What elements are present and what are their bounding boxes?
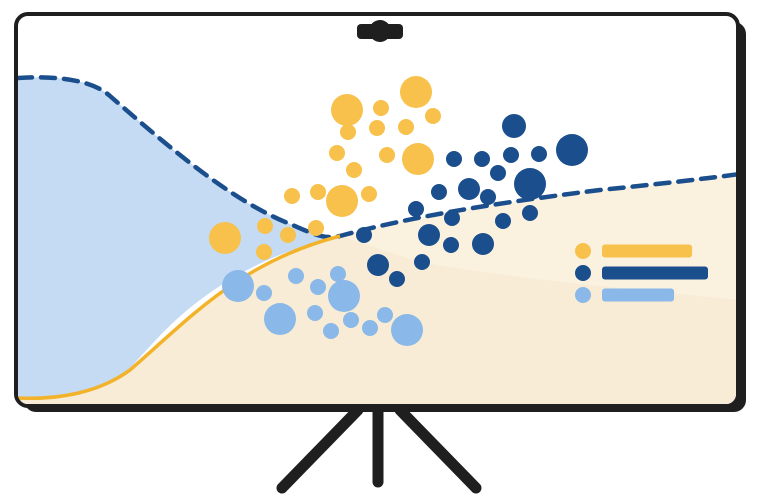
yellow-dot [310,184,326,200]
light-blue-dot [264,303,296,335]
dark-blue-dot [356,227,372,243]
legend-marker [575,243,591,259]
blue-area [18,77,334,398]
dark-blue-dot [443,237,459,253]
yellow-dot [331,94,363,126]
tripod-stand-icon [276,398,482,494]
dark-blue-dot [408,201,424,217]
dark-blue-dot [418,224,440,246]
dark-blue-dot [556,134,588,166]
legend-bar [602,244,693,258]
dark-blue-dot [458,178,480,200]
yellow-dot [346,162,362,178]
yellow-dot [398,119,414,135]
yellow-dot [329,145,345,161]
legend [575,243,708,303]
light-blue-dot [328,280,360,312]
light-blue-dot [362,320,378,336]
yellow-dot [280,227,296,243]
light-blue-dot [288,268,304,284]
light-blue-dot [222,270,254,302]
dashed-trend-line [18,75,736,240]
dark-blue-dot [431,184,447,200]
light-blue-dot [343,312,359,328]
light-blue-dot [377,307,393,323]
legend-marker [575,287,591,303]
light-blue-dot [391,314,423,346]
dark-blue-dot [444,210,460,226]
yellow-dot [373,100,389,116]
yellow-dot [369,120,385,136]
dark-blue-dot [490,165,506,181]
yellow-dot [257,218,273,234]
light-blue-dot [310,279,326,295]
yellow-dot [284,188,300,204]
dark-blue-dot [522,205,538,221]
yellow-dot [379,147,395,163]
yellow-dot [400,76,432,108]
light-blue-dot [256,285,272,301]
dark-blue-dot [531,146,547,162]
webcam-icon [357,20,403,42]
yellow-dot [425,108,441,124]
yellow-dot [326,185,358,217]
yellow-dot [256,244,272,260]
yellow-dot [361,186,377,202]
dark-blue-dot [495,213,511,229]
light-blue-dot [323,323,339,339]
yellow-dot [209,222,241,254]
dark-blue-dot [480,189,496,205]
yellow-dot [340,124,356,140]
light-blue-dot [330,266,346,282]
light-blue-dot [307,305,323,321]
yellow-dot [308,220,324,236]
legend-bar [602,288,675,302]
dark-blue-dot [472,233,494,255]
dark-blue-dot [446,151,462,167]
dark-blue-dot [389,271,405,287]
legend-marker [575,265,591,281]
dark-blue-dot [503,147,519,163]
dark-blue-dot [474,151,490,167]
scatter-dots [209,76,588,346]
dark-blue-dot [502,114,526,138]
screen-content [18,75,736,404]
legend-bar [602,266,708,280]
yellow-dot [402,143,434,175]
dark-blue-dot [367,254,389,276]
yellow-trend-line [18,234,341,401]
dark-blue-dot [414,254,430,270]
dark-blue-dot [514,168,546,200]
